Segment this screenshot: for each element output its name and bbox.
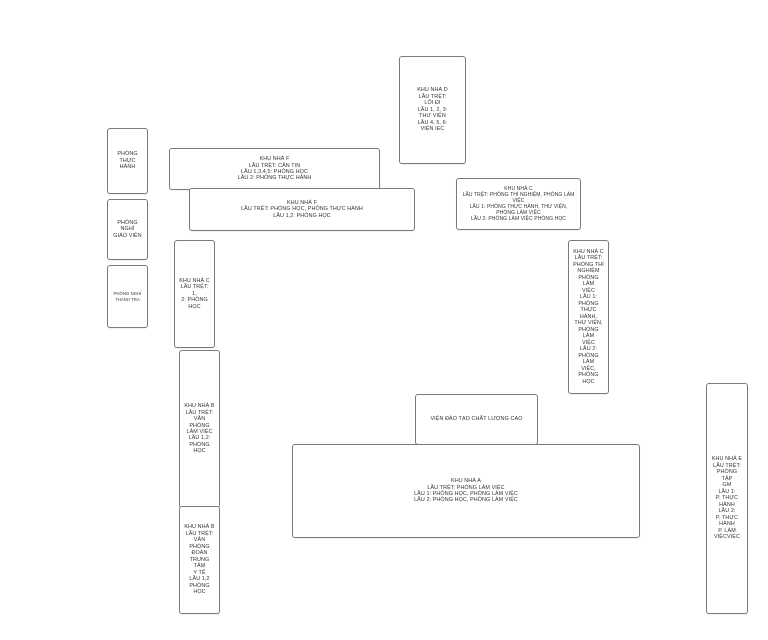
building-d-label: KHU NHÀ D LẦU TRỆT: LỐI ĐI LẦU 1, 2, 3: … (417, 87, 448, 133)
room-practice-label: PHÒNG THỰC HÀNH (117, 151, 138, 171)
building-d[interactable]: KHU NHÀ D LẦU TRỆT: LỐI ĐI LẦU 1, 2, 3: … (399, 56, 466, 164)
building-f-lower-label: KHU NHÀ F LẦU TRỆT: PHÒNG HỌC, PHÒNG THỰ… (241, 199, 363, 219)
building-a-label: KHU NHÀ A LẦU TRỆT: PHÒNG LÀM VIỆC LẦU 1… (414, 478, 518, 504)
building-c-left-label: KHU NHÀ C LẦU TRỆT: 1, 2: PHÒNG HỌC (179, 277, 210, 310)
room-teacher-lounge[interactable]: PHÒNG NGHỈ GIÁO VIÊN (107, 199, 148, 260)
building-b-upper[interactable]: KHU NHÀ B LẦU TRỆT: VĂN PHÒNG LÀM VIỆC L… (179, 350, 220, 508)
building-high-quality-institute-label: VIỆN ĐÀO TẠO CHẤT LƯỢNG CAO (430, 416, 523, 423)
building-f-upper-label: KHU NHÀ F LẦU TRỆT: CĂN TIN LẦU 1,3,4,5:… (237, 156, 312, 182)
building-high-quality-institute[interactable]: VIỆN ĐÀO TẠO CHẤT LƯỢNG CAO (415, 394, 538, 445)
room-teacher-lounge-label: PHÒNG NGHỈ GIÁO VIÊN (113, 219, 142, 239)
building-c-left[interactable]: KHU NHÀ C LẦU TRỆT: 1, 2: PHÒNG HỌC (174, 240, 215, 348)
building-c-right[interactable]: KHU NHÀ C LẦU TRỆT: PHÒNG THÍ NGHIỆM PHÒ… (568, 240, 609, 394)
room-inspector-lounge[interactable]: PHÒNG NGHỈ THANH TRA (107, 265, 148, 328)
building-f-lower[interactable]: KHU NHÀ F LẦU TRỆT: PHÒNG HỌC, PHÒNG THỰ… (189, 188, 415, 231)
building-b-lower[interactable]: KHU NHÀ B LẦU TRỆT: VĂN PHÒNG ĐOÀN TRUNG… (179, 506, 220, 614)
room-practice[interactable]: PHÒNG THỰC HÀNH (107, 128, 148, 194)
building-e-label: KHU NHÀ E LẦU TRỆT: PHÒNG TẬP GM LẦU 1: … (711, 456, 743, 541)
building-c-top-label: KHU NHÀ C LẦU TRỆT: PHÒNG THÍ NGHIỆM, PH… (462, 186, 575, 222)
building-b-lower-label: KHU NHÀ B LẦU TRỆT: VĂN PHÒNG ĐOÀN TRUNG… (184, 524, 215, 596)
building-b-upper-label: KHU NHÀ B LẦU TRỆT: VĂN PHÒNG LÀM VIỆC L… (184, 403, 215, 455)
building-f-upper[interactable]: KHU NHÀ F LẦU TRỆT: CĂN TIN LẦU 1,3,4,5:… (169, 148, 380, 190)
room-inspector-lounge-label: PHÒNG NGHỈ THANH TRA (113, 291, 142, 302)
building-c-top[interactable]: KHU NHÀ C LẦU TRỆT: PHÒNG THÍ NGHIỆM, PH… (456, 178, 581, 230)
building-c-right-label: KHU NHÀ C LẦU TRỆT: PHÒNG THÍ NGHIỆM PHÒ… (573, 248, 604, 385)
building-e[interactable]: KHU NHÀ E LẦU TRỆT: PHÒNG TẬP GM LẦU 1: … (706, 383, 748, 614)
building-a[interactable]: KHU NHÀ A LẦU TRỆT: PHÒNG LÀM VIỆC LẦU 1… (292, 444, 640, 538)
